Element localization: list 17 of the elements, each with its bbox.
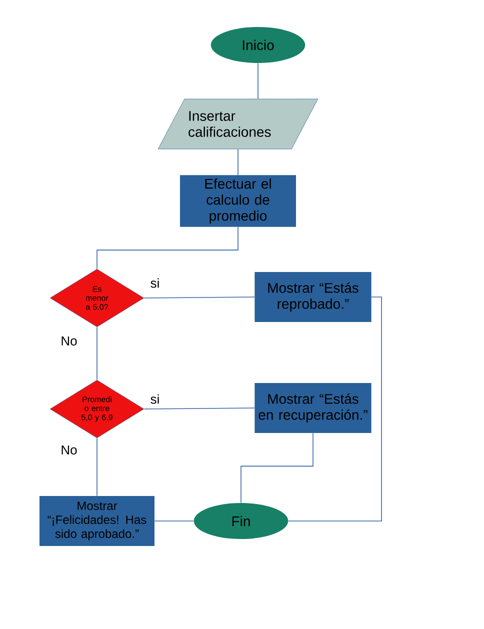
edge-label: No <box>60 335 78 347</box>
process-box: Mostrar “¡Felicidades! Has sido aprobado.” <box>40 496 154 546</box>
process-box: Efectuar el calculo de promedio <box>180 175 296 227</box>
connector-line <box>96 226 238 270</box>
connector-line <box>144 296 255 298</box>
process-box: Mostrar “Estás reprobado.” <box>254 272 372 322</box>
connector-line <box>144 408 255 410</box>
connector-line <box>96 438 98 496</box>
edge-label: No <box>60 444 78 456</box>
edge-label: si <box>149 393 161 405</box>
edge-label: si <box>149 277 161 289</box>
connector-line <box>154 520 194 522</box>
input-parallelogram: Insertar calificaciones <box>158 98 318 150</box>
connector-line <box>240 432 314 504</box>
connector-line <box>288 296 382 522</box>
connector-line <box>96 326 98 380</box>
process-box: Mostrar “Estás en recuperación.” <box>254 383 372 433</box>
